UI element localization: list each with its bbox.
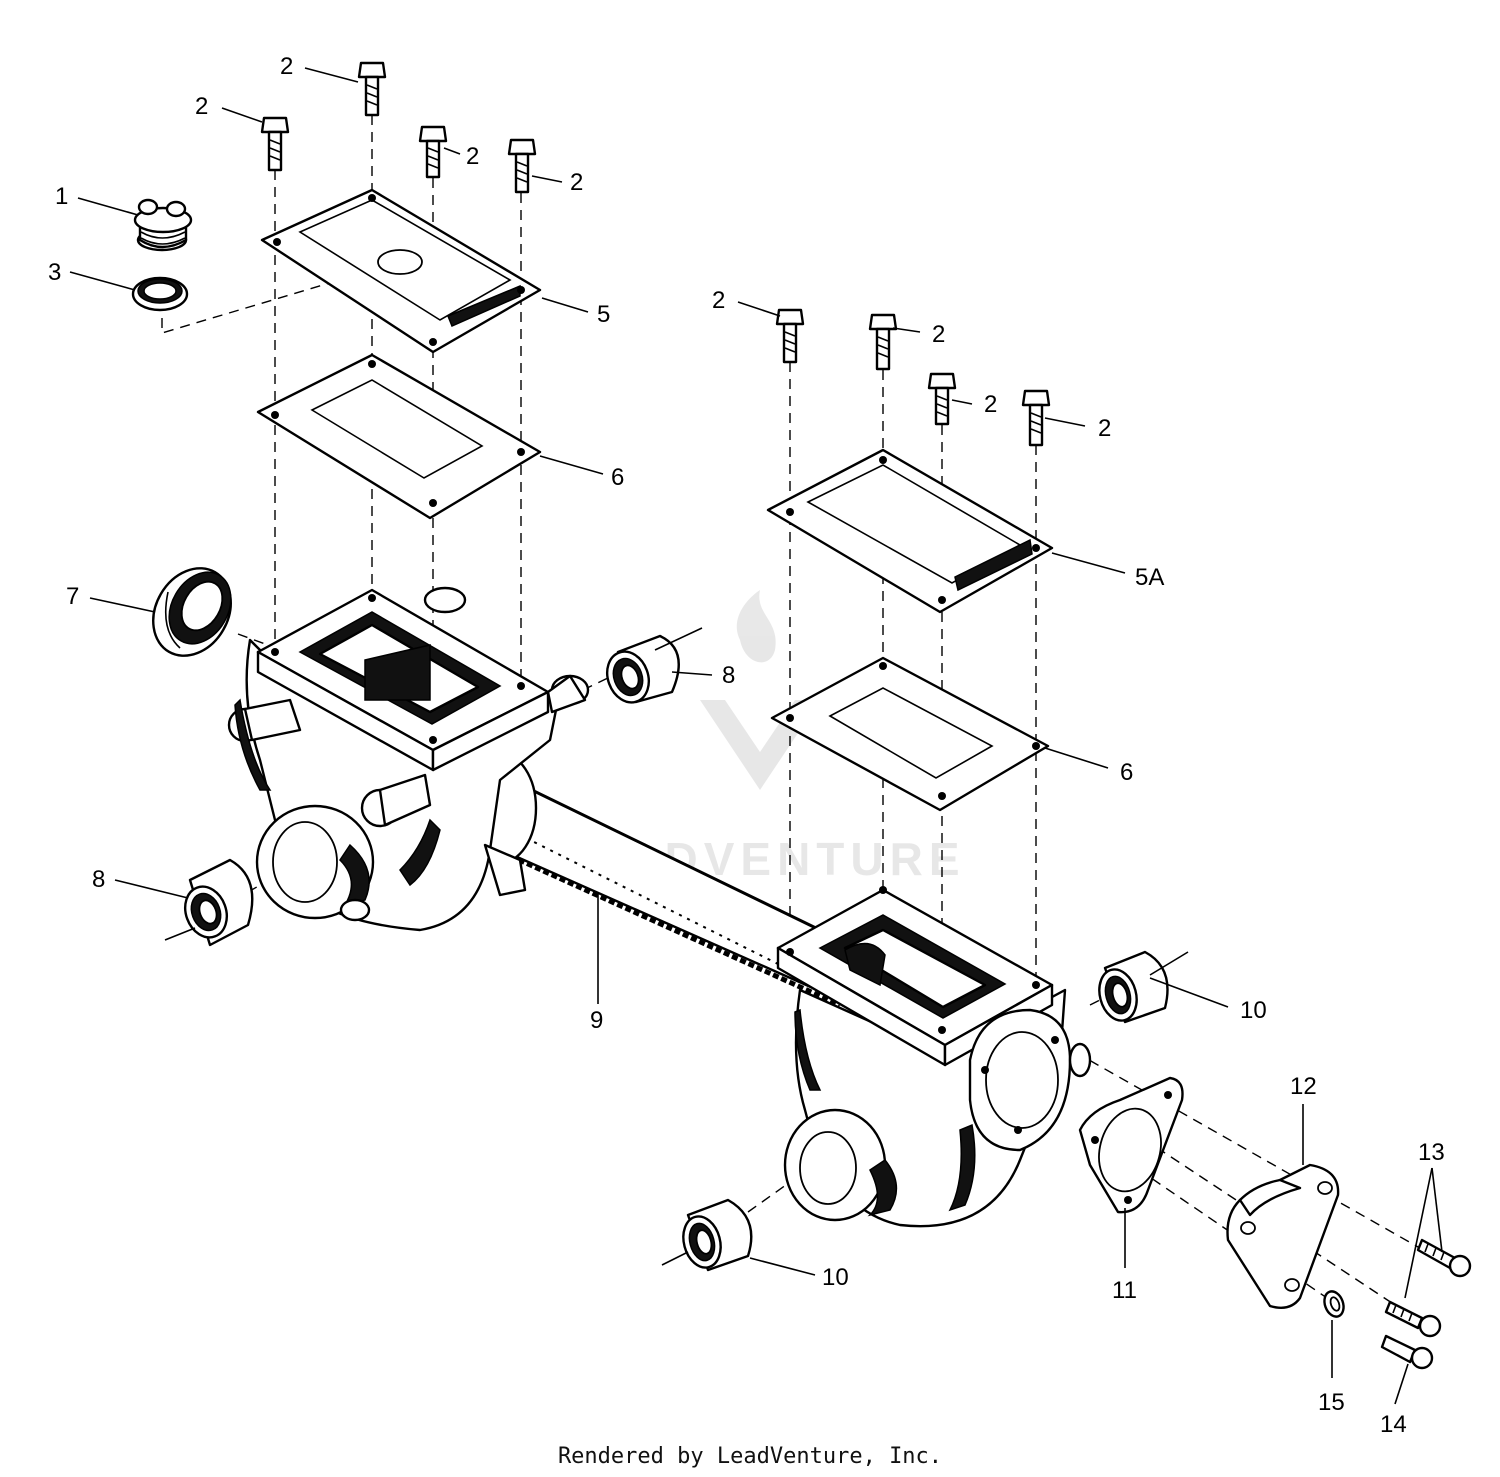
gasket-right	[770, 656, 1050, 812]
end-cap	[1226, 1163, 1340, 1309]
housing-right	[776, 886, 1092, 1228]
footer-credit: Rendered by LeadVenture, Inc.	[557, 1444, 943, 1469]
callout-2: 2	[466, 143, 479, 170]
callout-5a: 5A	[1135, 564, 1164, 591]
callout-2: 2	[195, 93, 208, 120]
callout-15: 15	[1318, 1389, 1345, 1416]
leader-lines	[69, 67, 1443, 1405]
top-cover-left	[260, 188, 542, 354]
bearing-10-lower	[682, 1198, 753, 1272]
callout-12: 12	[1290, 1073, 1317, 1100]
callout-6: 6	[611, 464, 624, 491]
callout-9: 9	[590, 1007, 603, 1034]
callout-8: 8	[92, 866, 105, 893]
callout-1: 1	[55, 183, 68, 210]
callout-2: 2	[570, 169, 583, 196]
bearing-8-upper	[606, 634, 680, 704]
callout-6: 6	[1120, 759, 1133, 786]
callout-7: 7	[66, 583, 79, 610]
bolt-8	[1021, 389, 1051, 447]
bearing-8-lower	[184, 858, 254, 947]
callout-2: 2	[1098, 415, 1111, 442]
bolt-7	[927, 372, 957, 426]
top-cover-right	[766, 448, 1054, 614]
fill-plug	[133, 198, 193, 252]
callout-10: 10	[822, 1264, 849, 1291]
housing-left	[227, 586, 590, 932]
callout-5a-text: 5A	[1135, 564, 1164, 591]
screw-13-upper	[1416, 1238, 1472, 1278]
callout-2: 2	[932, 321, 945, 348]
bolts	[260, 61, 1051, 447]
bolt-6	[868, 313, 898, 371]
end-gasket	[1078, 1076, 1184, 1214]
callout-14: 14	[1380, 1411, 1407, 1438]
screw-13-lower	[1384, 1300, 1442, 1338]
bolt-5	[775, 308, 805, 364]
bolt-2	[357, 61, 387, 117]
lock-washer	[1323, 1290, 1345, 1318]
bolt-4	[507, 138, 537, 194]
oil-seal	[152, 567, 232, 657]
washer	[131, 276, 189, 312]
bolt-3	[418, 125, 448, 179]
callout-2: 2	[984, 391, 997, 418]
gasket-left	[256, 353, 542, 520]
callout-2: 2	[280, 53, 293, 80]
callout-3: 3	[48, 259, 61, 286]
bolt-1	[260, 116, 290, 172]
callout-5: 5	[597, 301, 610, 328]
bearing-10-upper	[1098, 950, 1169, 1024]
callout-8: 8	[722, 662, 735, 689]
callout-13: 13	[1418, 1139, 1445, 1166]
callout-11: 11	[1112, 1277, 1137, 1304]
callout-labels: 1 3 2 2 2 2 5 6 7 8 8 9 2 2 2 2 5A 6 10 …	[48, 53, 1445, 1438]
callout-2: 2	[712, 287, 725, 314]
callout-10: 10	[1240, 997, 1267, 1024]
screw-14	[1380, 1334, 1434, 1370]
